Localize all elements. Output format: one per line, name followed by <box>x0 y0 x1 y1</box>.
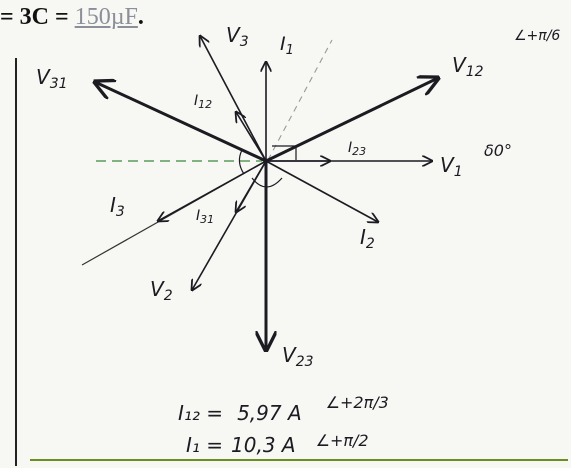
label-v1: V1 <box>440 153 463 180</box>
v3-arrow <box>200 36 267 162</box>
label-i2: I2 <box>360 225 375 252</box>
label-i23: I23 <box>348 140 366 158</box>
capacitance-header: = 3C = 150µF. <box>0 4 144 38</box>
i3-arrow <box>158 160 267 221</box>
i2-arrow <box>265 160 378 222</box>
label-i1: I1 <box>280 33 294 58</box>
label-v12: V12 <box>452 53 484 80</box>
result-line-1: I₁₂ =5,97 A∠+2π/3 <box>178 393 389 425</box>
angle-arc-lower <box>251 177 283 188</box>
right-angle-mark <box>272 145 297 160</box>
i12-arrow <box>236 112 267 162</box>
i31-arrow <box>236 160 267 212</box>
dashed-guide-line <box>267 39 333 161</box>
v31-arrow <box>95 82 267 163</box>
header-suffix: . <box>137 4 144 30</box>
label-v31: V31 <box>36 65 68 92</box>
label-v23: V23 <box>282 343 314 370</box>
result-line-2: I₁ =10,3 A∠+π/2 <box>186 431 369 457</box>
v12-arrow <box>265 78 438 163</box>
angle-arc-left <box>238 149 245 175</box>
label-i12: I12 <box>194 93 212 111</box>
label-i3: I3 <box>110 193 125 220</box>
label-v1-angle: δ0° <box>484 141 512 160</box>
label-i31: I31 <box>196 208 214 226</box>
label-v3: V3 <box>226 23 249 50</box>
header-prefix: = 3C = <box>0 4 75 30</box>
label-v12-angle: ∠+π/6 <box>514 28 560 44</box>
label-v2: V2 <box>150 277 173 304</box>
capacitance-value: 150µF <box>74 4 138 30</box>
